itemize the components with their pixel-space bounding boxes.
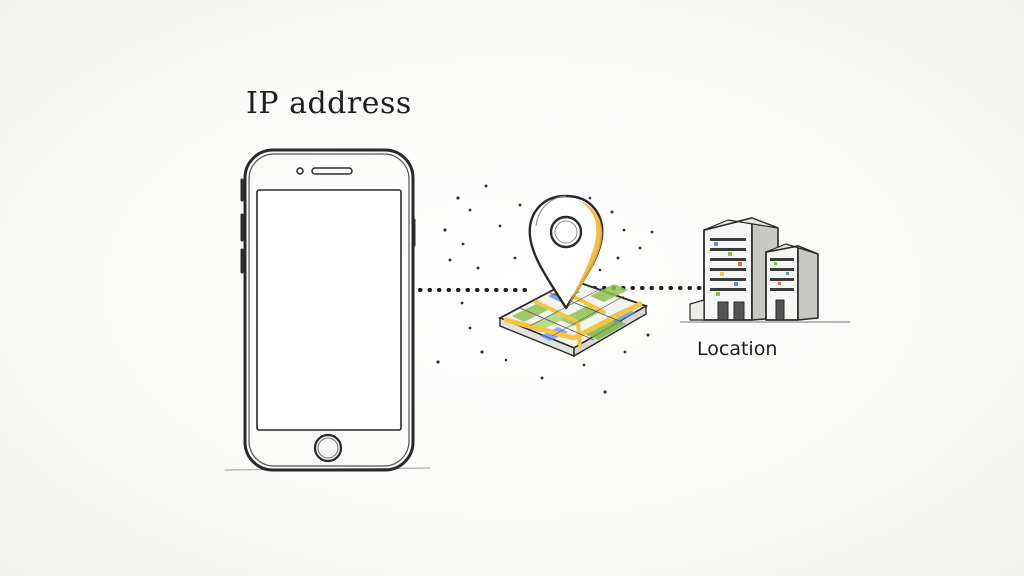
data-center-buildings-icon bbox=[680, 217, 850, 323]
map-pin-icon bbox=[528, 194, 604, 310]
location-label: Location bbox=[697, 338, 778, 360]
scattered-dots bbox=[436, 184, 654, 394]
map-tile-icon bbox=[497, 279, 649, 358]
ip-address-label: IP address bbox=[246, 86, 412, 121]
smartphone-icon bbox=[224, 148, 431, 472]
